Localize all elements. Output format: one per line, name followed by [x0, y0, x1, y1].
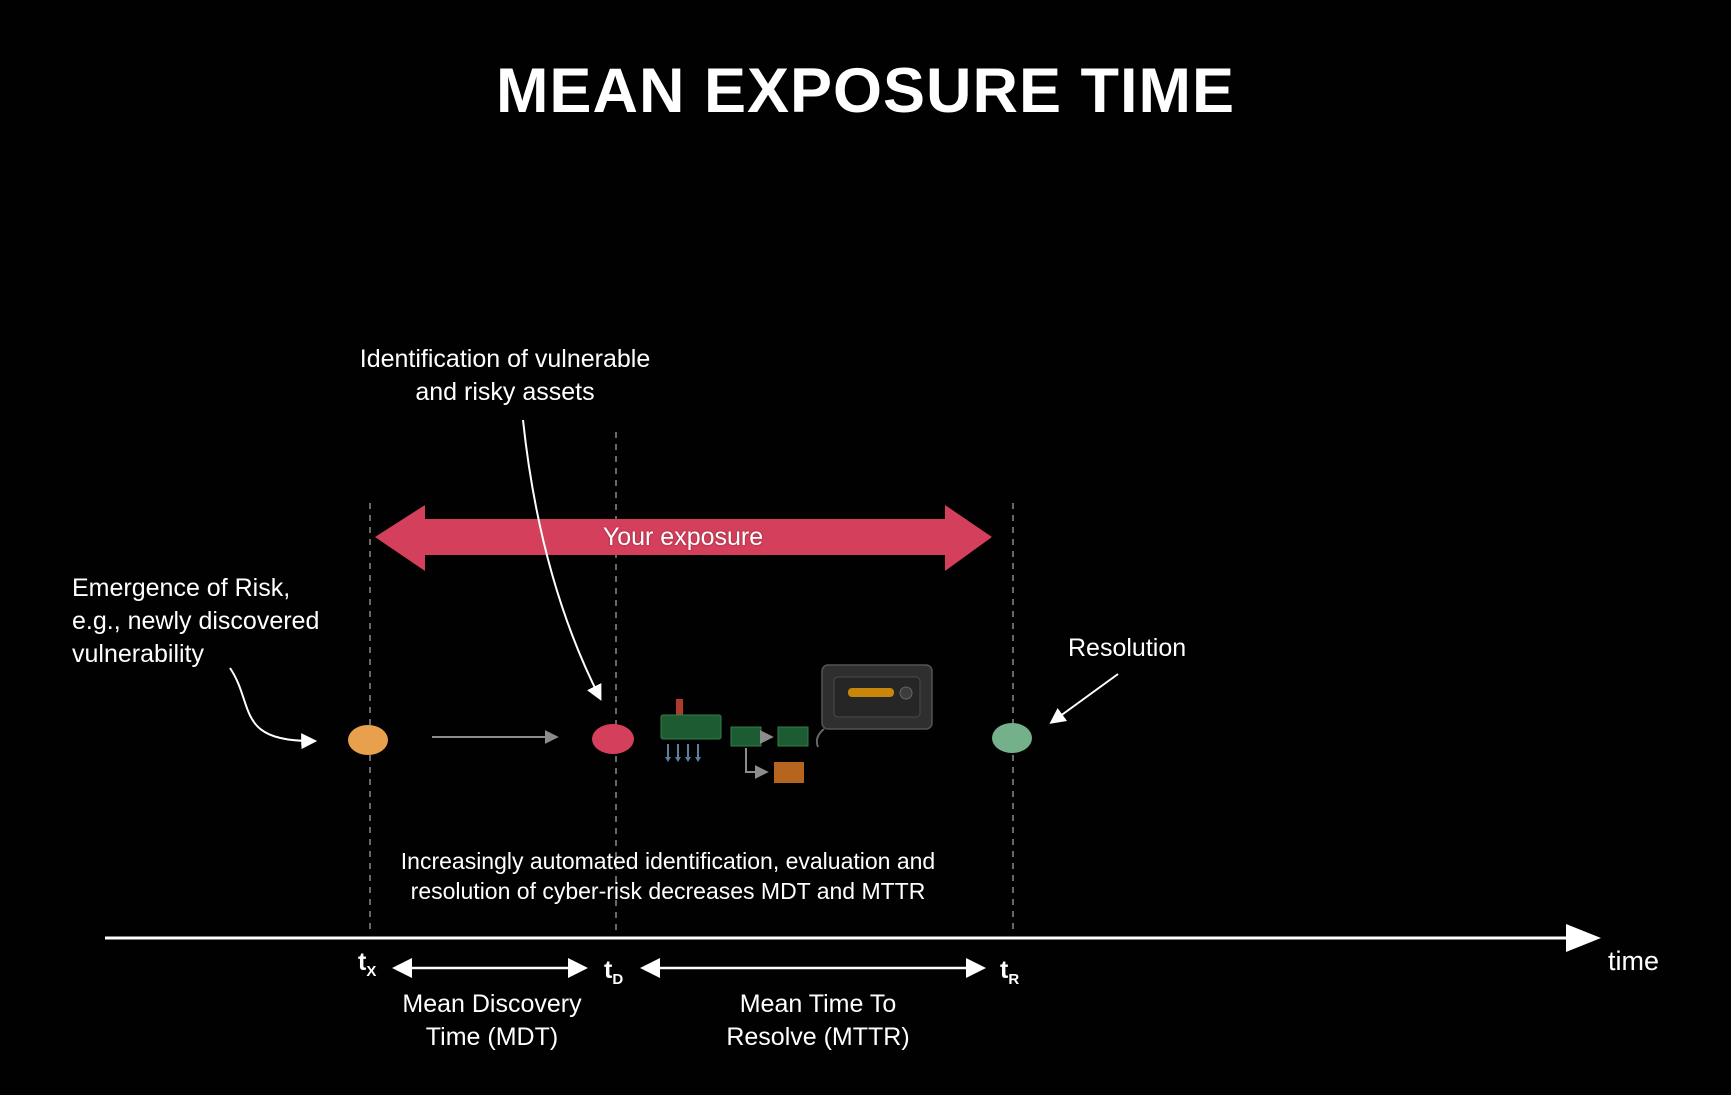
time-axis-label: time: [1608, 946, 1660, 976]
resolution-dot: [992, 723, 1032, 753]
scanner-pipeline-icon: [660, 699, 809, 783]
automation-note: Increasingly automated identification, e…: [400, 848, 936, 905]
tick-tr-base: t: [1000, 956, 1009, 984]
tick-tx-sub: X: [366, 963, 377, 980]
tick-tr: tR: [1000, 956, 1020, 988]
resolution-pointer-arrow: [1049, 673, 1119, 724]
identification-pointer-arrow: [522, 419, 602, 701]
emergence-pointer-arrow: [229, 667, 318, 750]
tick-tx-base: t: [358, 948, 367, 976]
tick-td-base: t: [604, 956, 613, 984]
tick-td: tD: [604, 956, 624, 988]
resolution-label: Resolution: [1068, 634, 1187, 662]
tick-td-sub: D: [612, 971, 624, 988]
mdt-label: Mean Discovery Time (MDT): [402, 990, 582, 1051]
tick-tr-sub: R: [1008, 971, 1020, 988]
page-title: MEAN EXPOSURE TIME: [495, 56, 1236, 126]
identification-dot: [592, 724, 634, 754]
appliance-icon: [815, 664, 933, 748]
mttr-label: Mean Time To Resolve (MTTR): [726, 990, 910, 1051]
emergence-label: Emergence of Risk, e.g., newly discovere…: [72, 574, 320, 668]
exposure-double-arrow: [375, 505, 992, 571]
exposure-label: Your exposure: [602, 523, 764, 551]
emergence-dot: [348, 725, 388, 755]
timeline-arrowhead: [1566, 924, 1601, 952]
identification-label: Identification of vulnerable and risky a…: [359, 345, 651, 406]
tick-tx: tX: [358, 948, 377, 980]
